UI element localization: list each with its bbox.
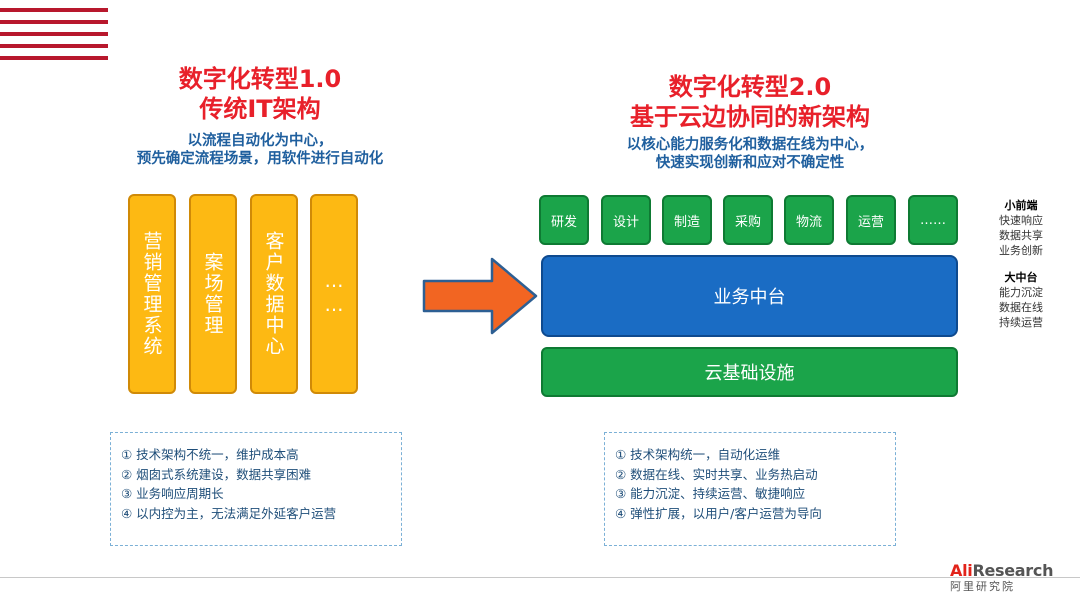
module-logistics: 物流 <box>784 195 834 245</box>
pillar-more: …… <box>310 194 358 394</box>
right-title-line2: 基于云边协同的新架构 <box>630 103 870 131</box>
left-subtitle: 以流程自动化为中心， 预先确定流程场景，用软件进行自动化 <box>136 133 384 167</box>
right-note-item: ② 数据在线、实时共享、业务热启动 <box>615 466 818 482</box>
left-note-item: ② 烟囱式系统建设，数据共享困难 <box>121 466 312 482</box>
left-note-item: ① 技术架构不统一，维护成本高 <box>121 447 299 462</box>
module-design: 设计 <box>601 195 651 245</box>
left-title: 数字化转型1.0 传统IT架构 <box>120 64 400 124</box>
pillar-marketing-system: 营销管理系统 <box>128 194 176 394</box>
footer-divider <box>0 577 1080 578</box>
side-label-front: 小前端 快速响应 数据共享 业务创新 <box>999 199 1043 257</box>
left-note-item: ④ 以内控为主，无法满足外延客户运营 <box>121 505 337 521</box>
right-note-item: ① 技术架构统一，自动化运维 <box>615 447 781 462</box>
right-note-item: ③ 能力沉淀、持续运营、敏捷响应 <box>615 486 806 501</box>
pillar-site-management: 案场管理 <box>189 194 237 394</box>
module-operations: 运营 <box>846 195 896 245</box>
right-notes-box: ① 技术架构统一，自动化运维 ② 数据在线、实时共享、业务热启动 ③ 能力沉淀、… <box>604 432 896 546</box>
left-note-item: ③ 业务响应周期长 <box>121 486 224 501</box>
module-manufacturing: 制造 <box>662 195 712 245</box>
right-subtitle: 以核心能力服务化和数据在线为中心， 快速实现创新和应对不确定性 <box>626 137 874 171</box>
right-title-line1: 数字化转型2.0 <box>668 73 832 101</box>
cloud-infrastructure: 云基础设施 <box>541 347 958 397</box>
module-rnd: 研发 <box>539 195 589 245</box>
side-label-middle: 大中台 能力沉淀 数据在线 持续运营 <box>999 271 1043 329</box>
left-title-line2: 传统IT架构 <box>199 95 321 123</box>
module-more: …… <box>908 195 958 245</box>
right-arrow-icon <box>422 257 538 335</box>
right-note-item: ④ 弹性扩展，以用户/客户运营为导向 <box>615 505 822 521</box>
module-procurement: 采购 <box>723 195 773 245</box>
pillar-customer-data-center: 客户数据中心 <box>250 194 298 394</box>
right-title: 数字化转型2.0 基于云边协同的新架构 <box>590 72 910 132</box>
left-title-line1: 数字化转型1.0 <box>178 65 342 93</box>
decorative-stripes <box>0 0 108 68</box>
aliresearch-logo: AliResearch 阿里研究院 <box>950 561 1054 594</box>
business-middle-platform: 业务中台 <box>541 255 958 337</box>
left-notes-box: ① 技术架构不统一，维护成本高 ② 烟囱式系统建设，数据共享困难 ③ 业务响应周… <box>110 432 402 546</box>
